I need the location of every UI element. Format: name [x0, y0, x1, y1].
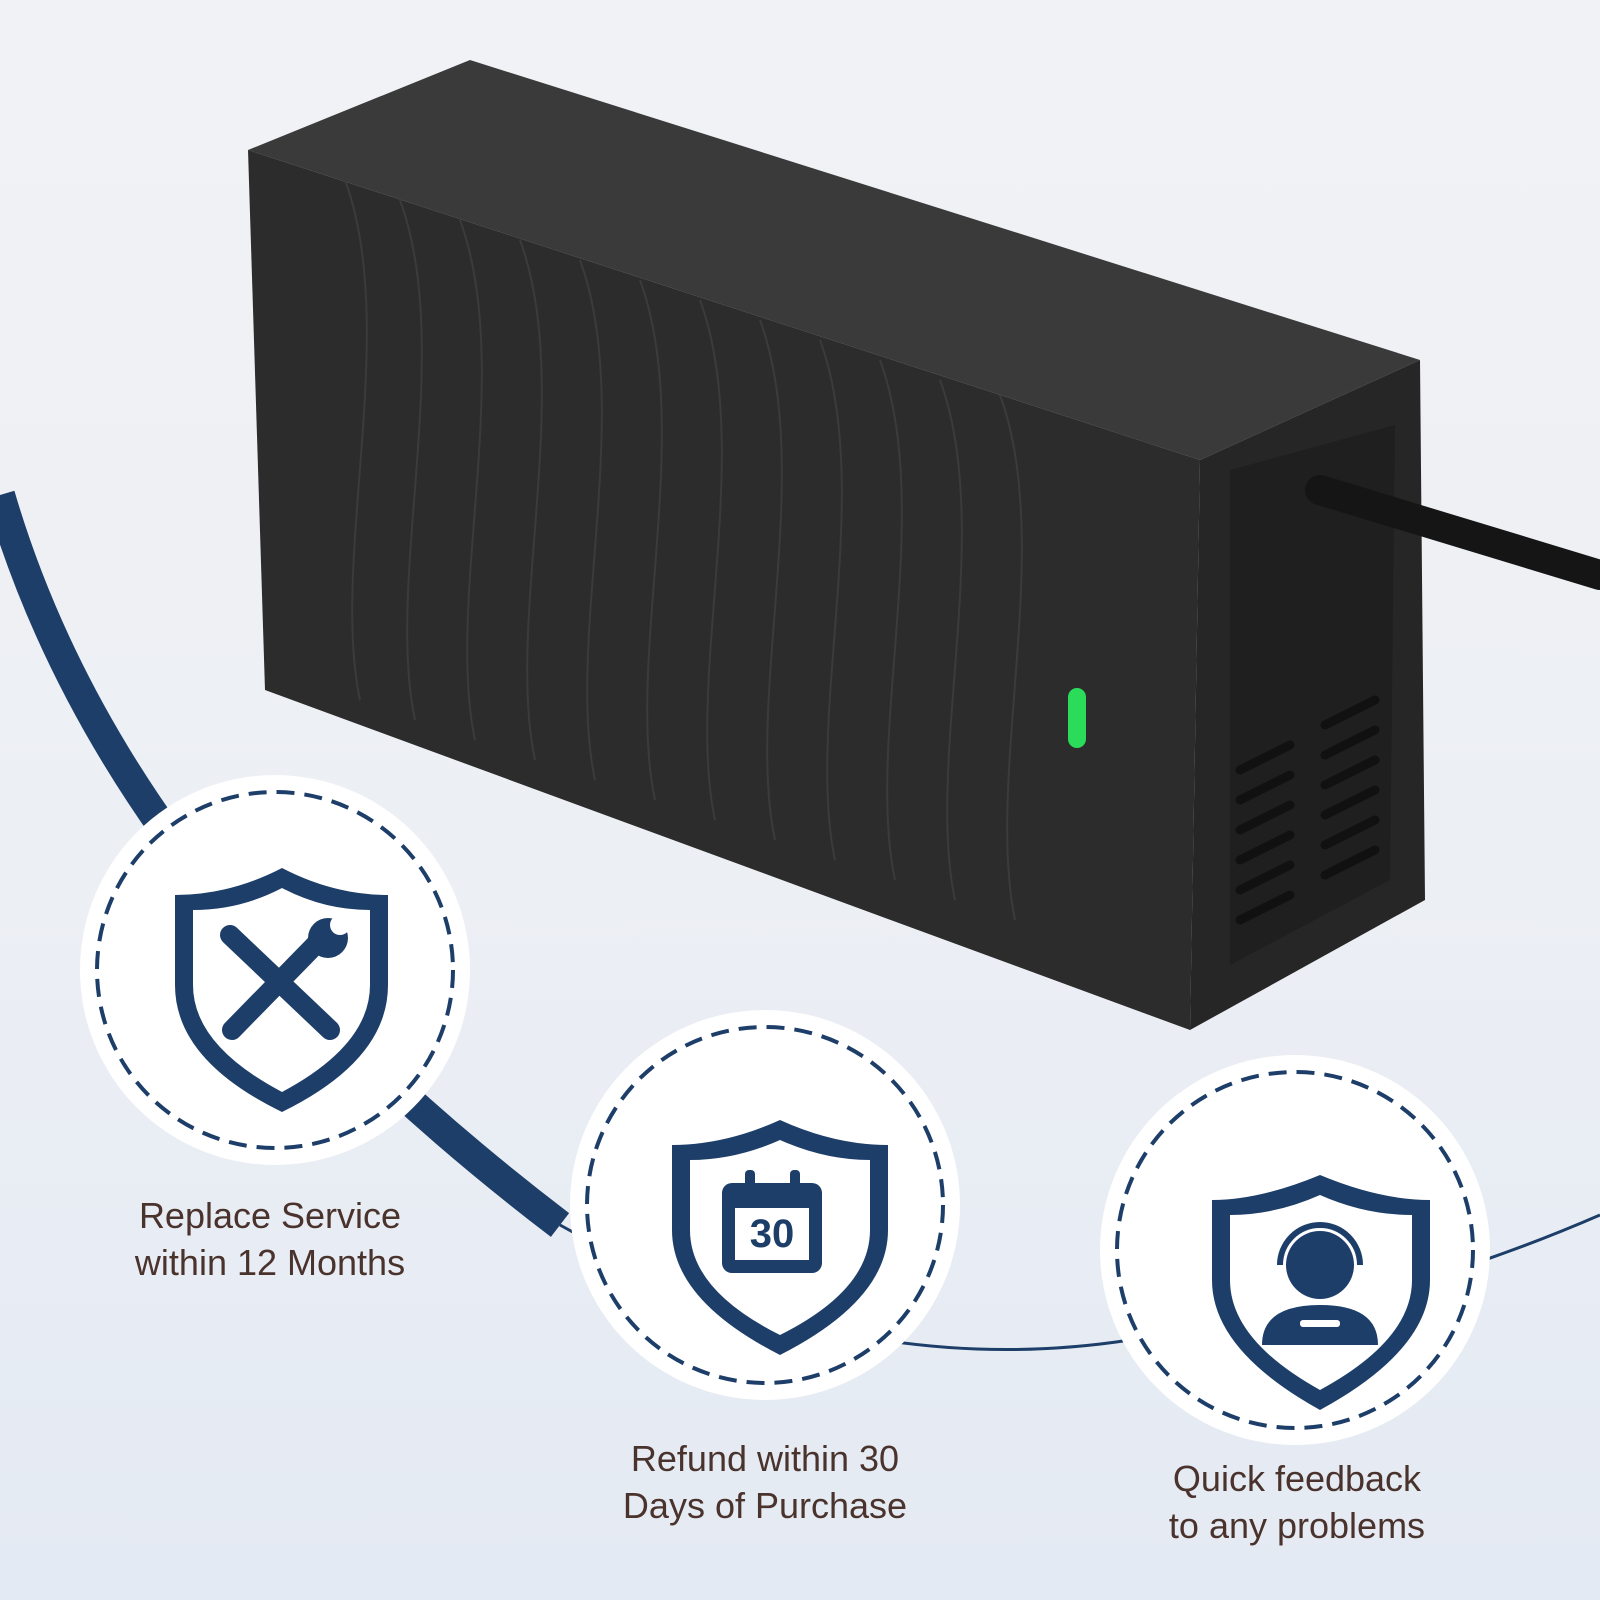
led-indicator	[1068, 688, 1086, 748]
calendar-number: 30	[749, 1212, 795, 1256]
caption-line: Days of Purchase	[622, 1485, 908, 1526]
feature-caption-refund: Refund within 30 Days of Purchase	[555, 1435, 975, 1529]
feature-caption-replace: Replace Service within 12 Months	[60, 1192, 480, 1286]
power-adapter-image	[248, 60, 1600, 1030]
caption-line: Replace Service	[138, 1195, 402, 1236]
caption-line: Refund within 30	[630, 1438, 900, 1479]
feature-badge-refund	[570, 1010, 960, 1400]
feature-badge-support	[1100, 1055, 1490, 1445]
caption-line: to any problems	[1168, 1505, 1426, 1546]
caption-line: within 12 Months	[134, 1242, 406, 1283]
feature-caption-support: Quick feedback to any problems	[1087, 1455, 1507, 1549]
caption-line: Quick feedback	[1172, 1458, 1422, 1499]
feature-badge-replace	[80, 775, 470, 1165]
